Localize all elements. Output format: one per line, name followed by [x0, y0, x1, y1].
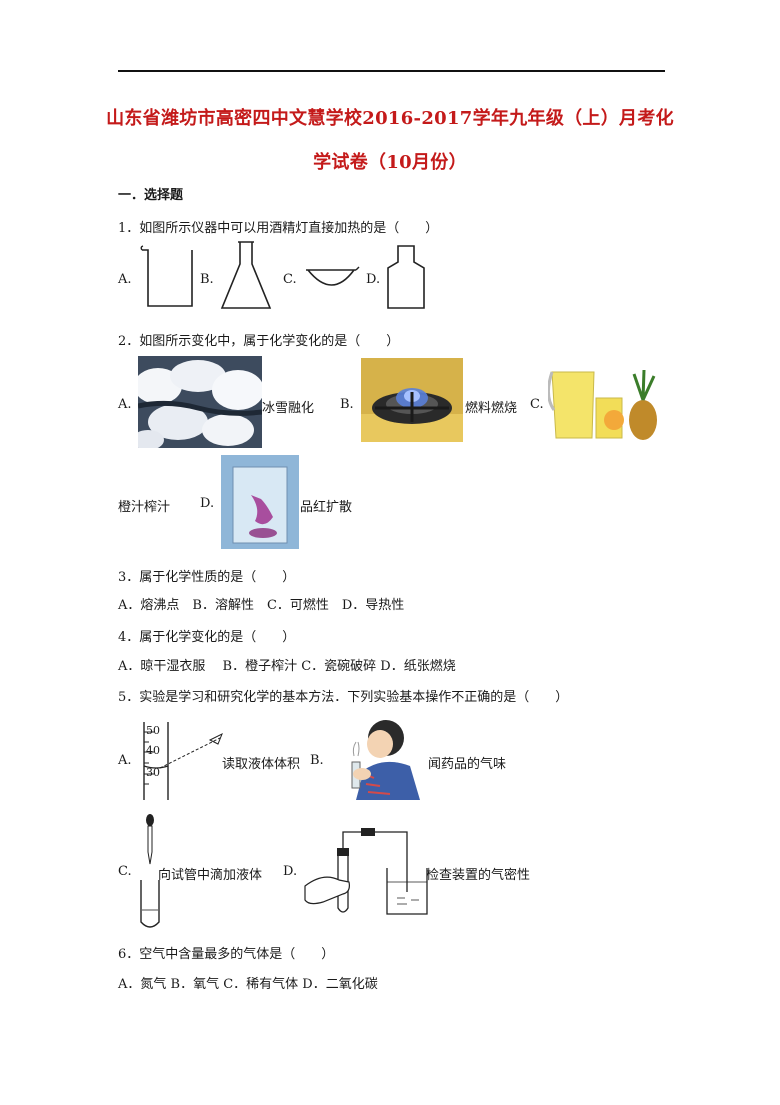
scale-tick-30: 30 [146, 766, 160, 779]
q2-caption-d: 品红扩散 [300, 500, 353, 515]
q4-options: A．晾干湿衣服 B．橙子榨汁 C．瓷碗破碎 D．纸张燃烧 [118, 659, 456, 674]
q2-caption-b: 燃料燃烧 [465, 401, 518, 416]
q6-stem: 6．空气中含量最多的气体是（ ） [118, 947, 335, 962]
q5-caption-a: 读取液体体积 [222, 757, 301, 772]
reagent-bottle-icon [387, 245, 425, 309]
q2-stem: 2．如图所示变化中，属于化学变化的是（ ） [118, 334, 400, 349]
q5-option-c-label: C. [118, 864, 132, 879]
scale-tick-40: 40 [146, 744, 160, 757]
beaker-icon [140, 245, 193, 307]
q3-stem: 3．属于化学性质的是（ ） [118, 570, 296, 585]
orange-juice-photo [548, 360, 664, 442]
dye-diffusion-beaker-photo [221, 455, 299, 549]
q2-caption-a: 冰雪融化 [262, 401, 315, 416]
header-rule [118, 70, 665, 72]
q5-caption-d: 检查装置的气密性 [426, 868, 531, 883]
melting-snow-photo [138, 356, 262, 448]
person-smelling-chemical-icon [351, 720, 420, 800]
page-title-line-2: 学试卷（10月份） [313, 152, 467, 173]
q1-stem: 1．如图所示仪器中可以用酒精灯直接加热的是（ ） [118, 221, 439, 236]
q5-option-a-label: A. [118, 753, 132, 768]
q4-stem: 4．属于化学变化的是（ ） [118, 630, 296, 645]
gas-stove-flame-photo [361, 358, 463, 442]
q3-options: A．熔沸点 B．溶解性 C．可燃性 D．导热性 [118, 598, 405, 613]
q1-option-d-label: D. [366, 272, 381, 287]
q5-caption-c: 向试管中滴加液体 [158, 868, 263, 883]
scale-tick-50: 50 [146, 724, 160, 737]
q2-option-b-label: B. [340, 397, 354, 412]
q2-option-c-label: C. [530, 397, 544, 412]
q1-option-a-label: A. [118, 272, 132, 287]
q1-option-b-label: B. [200, 272, 214, 287]
q1-option-c-label: C. [283, 272, 297, 287]
q6-options: A．氮气 B．氧气 C．稀有气体 D．二氧化碳 [118, 977, 378, 992]
q5-option-d-label: D. [283, 864, 298, 879]
evaporating-dish-icon [306, 266, 360, 286]
q2-option-a-label: A. [118, 397, 132, 412]
graduated-cylinder-reading-figure: 50 40 30 [140, 720, 230, 802]
q5-caption-b: 闻药品的气味 [428, 757, 507, 772]
dropper-test-tube-icon [140, 814, 160, 928]
airtightness-check-apparatus-icon [304, 828, 428, 915]
page-title-line-1: 山东省潍坊市高密四中文慧学校2016-2017学年九年级（上）月考化 [106, 108, 674, 129]
q2-option-d-label: D. [200, 496, 215, 511]
conical-flask-icon [220, 241, 272, 309]
section-heading: 一．选择题 [118, 188, 184, 203]
q2-caption-c: 橙汁榨汁 [118, 500, 171, 515]
q5-option-b-label: B. [310, 753, 324, 768]
q5-stem: 5．实验是学习和研究化学的基本方法．下列实验基本操作不正确的是（ ） [118, 690, 569, 705]
